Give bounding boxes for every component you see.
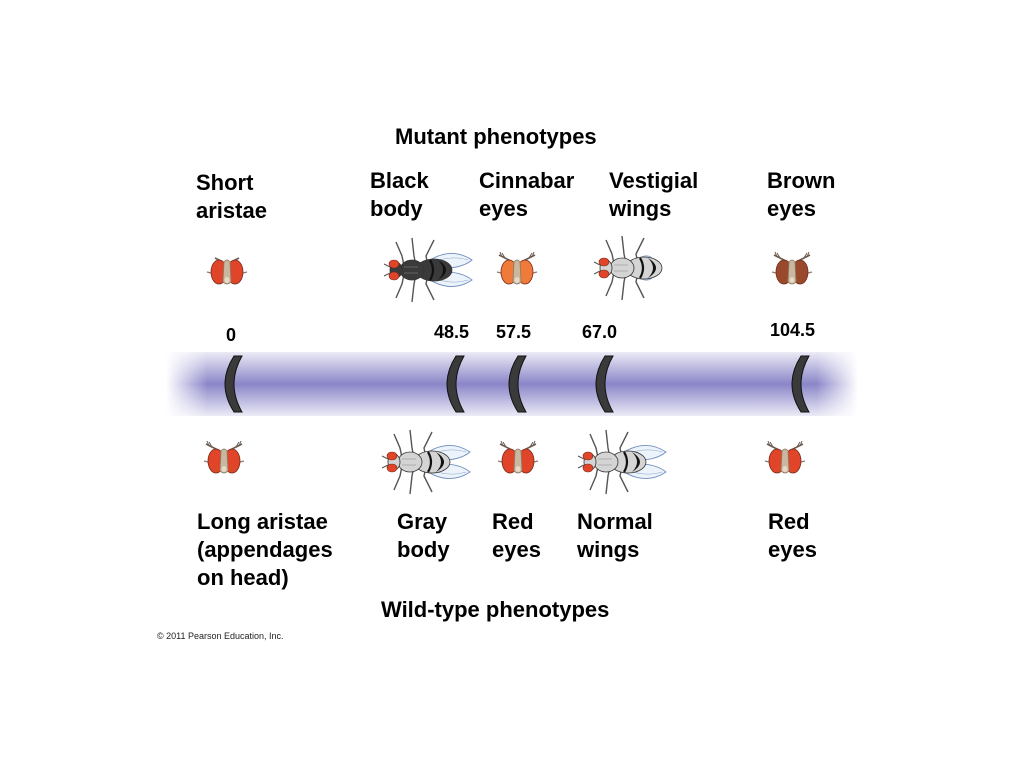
- locus-band-1: [446, 355, 465, 413]
- locus-position-67-0: 67.0: [582, 322, 618, 342]
- fly-normal-wings: [577, 429, 667, 495]
- fly-vestigial-wings: [593, 235, 663, 301]
- locus-band-0: [224, 355, 243, 413]
- fly-head-red-eyes: [497, 440, 539, 474]
- locus-position-0: 0: [226, 325, 237, 345]
- wild-label-red-eyes-2: Red eyes: [768, 509, 817, 562]
- fly-head-brown-eyes: [771, 251, 813, 285]
- fly-head-long-aristae: [203, 440, 245, 474]
- fly-black-body: [383, 237, 473, 303]
- mutant-phenotypes-title: Mutant phenotypes: [395, 124, 597, 149]
- mutant-label-brown-eyes: Brown eyes: [767, 168, 836, 221]
- wild-label-gray-body: Gray body: [397, 509, 450, 562]
- locus-band-2: [508, 355, 527, 413]
- fly-head-cinnabar-eyes: [496, 251, 538, 285]
- mutant-label-short-aristae: Short aristae: [196, 170, 267, 223]
- wild-label-red-eyes: Red eyes: [492, 509, 541, 562]
- fly-head-red-eyes-2: [764, 440, 806, 474]
- mutant-label-cinnabar-eyes: Cinnabar eyes: [479, 168, 575, 221]
- locus-band-4: [791, 355, 810, 413]
- locus-position-48-5: 48.5: [434, 322, 470, 342]
- locus-position-104-5: 104.5: [770, 320, 816, 340]
- fly-gray-body: [381, 429, 471, 495]
- wild-type-phenotypes-title: Wild-type phenotypes: [381, 597, 610, 622]
- fly-head-short-aristae: [206, 257, 248, 285]
- locus-band-3: [595, 355, 614, 413]
- locus-position-57-5: 57.5: [496, 322, 532, 342]
- copyright-notice: © 2011 Pearson Education, Inc.: [157, 631, 284, 641]
- wild-label-long-aristae: Long aristae (appendages on head): [197, 509, 333, 590]
- mutant-label-vestigial-wings: Vestigial wings: [609, 168, 699, 221]
- wild-label-normal-wings: Normal wings: [577, 509, 653, 562]
- mutant-label-black-body: Black body: [370, 168, 429, 221]
